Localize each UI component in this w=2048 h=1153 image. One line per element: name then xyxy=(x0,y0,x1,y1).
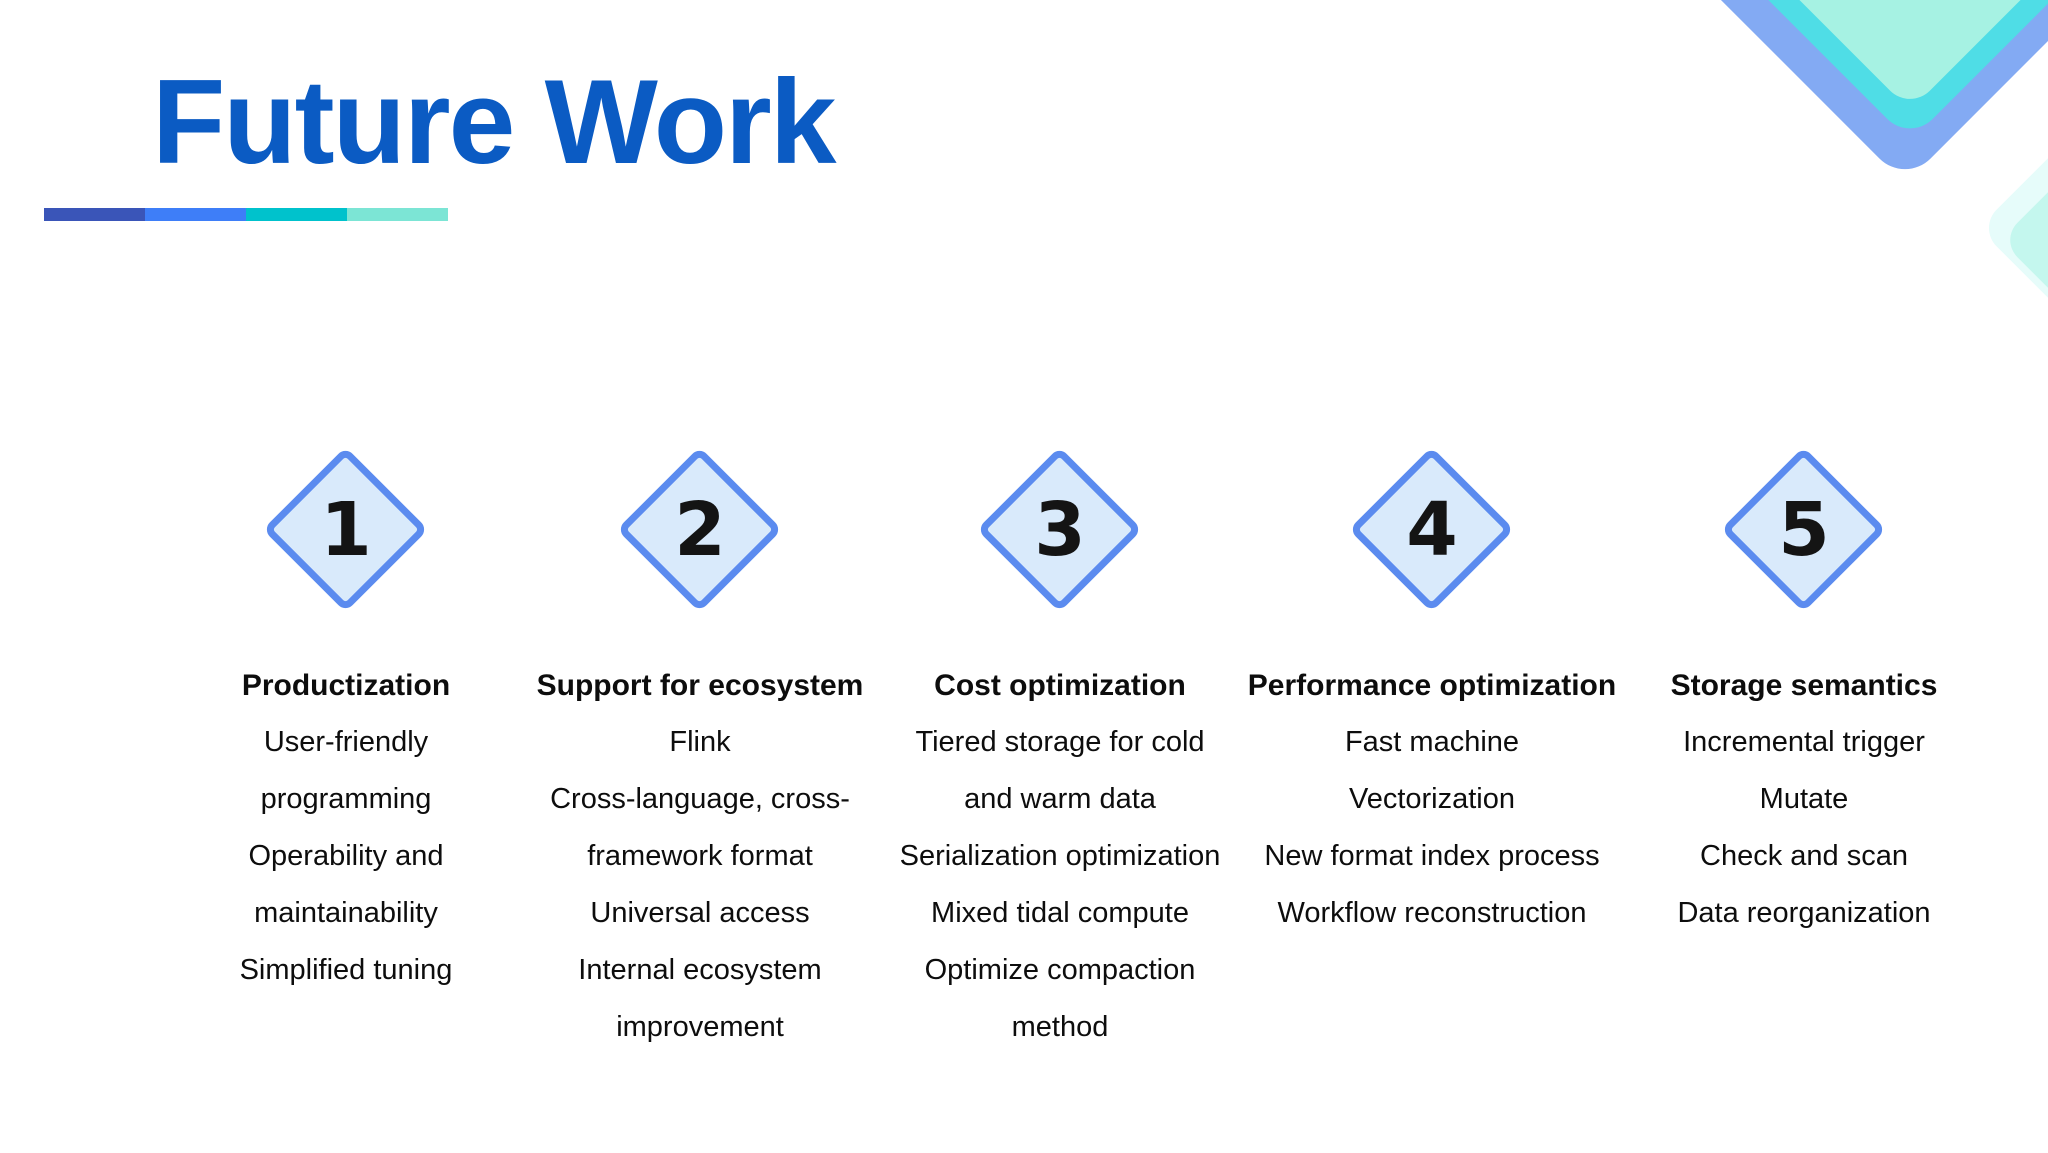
step-diamond-icon: 4 xyxy=(1348,446,1515,613)
accent-bar-segment xyxy=(44,208,145,221)
step-item: Universal access xyxy=(590,897,810,929)
step-number: 2 xyxy=(674,487,726,573)
step-title: Cost optimization xyxy=(934,669,1186,702)
accent-bar-segment xyxy=(145,208,246,221)
title-accent-bar xyxy=(44,208,448,221)
step-item: Serialization optimization xyxy=(899,840,1221,872)
accent-bar-segment xyxy=(246,208,347,221)
step-item: Mutate xyxy=(1759,783,1849,815)
page-title: Future Work xyxy=(152,55,836,189)
step-diamond-icon: 5 xyxy=(1720,446,1887,613)
step-diamond-icon: 2 xyxy=(616,446,783,613)
step-item: Internal ecosystem improvement xyxy=(578,954,822,1043)
step-item: Flink xyxy=(669,726,731,758)
step-title: Storage semantics xyxy=(1670,669,1938,702)
step-item: Operability and maintainability xyxy=(248,840,444,929)
accent-bar-segment xyxy=(347,208,448,221)
step-text-block: Cost optimization Tiered storage for col… xyxy=(840,657,1280,1056)
step-item: Check and scan xyxy=(1700,840,1908,872)
step-text-block: Productization User-friendly programming… xyxy=(126,657,566,999)
step-number: 3 xyxy=(1034,487,1086,573)
step-item: New format index process xyxy=(1264,840,1600,872)
step-item: Simplified tuning xyxy=(239,954,453,986)
step-item: Workflow reconstruction xyxy=(1277,897,1587,929)
step-diamond-icon: 3 xyxy=(976,446,1143,613)
step-item: Tiered storage for cold and warm data xyxy=(915,726,1205,815)
step-item: Vectorization xyxy=(1348,783,1516,815)
step-number: 4 xyxy=(1406,487,1458,573)
step-item: User-friendly programming xyxy=(260,726,432,815)
step-number: 5 xyxy=(1778,487,1830,573)
step-column: 3 Cost optimization Tiered storage for c… xyxy=(840,446,1280,1056)
step-item: Incremental trigger xyxy=(1683,726,1925,758)
step-number: 1 xyxy=(320,487,372,573)
step-column: 1 Productization User-friendly programmi… xyxy=(126,446,566,999)
step-item: Optimize compaction method xyxy=(924,954,1196,1043)
step-item: Mixed tidal compute xyxy=(931,897,1189,929)
step-item: Fast machine xyxy=(1344,726,1520,758)
step-item: Data reorganization xyxy=(1677,897,1931,929)
step-item: Cross-language, cross- framework format xyxy=(550,783,850,872)
step-title: Performance optimization xyxy=(1247,669,1617,702)
step-title: Productization xyxy=(241,669,451,702)
step-title: Support for ecosystem xyxy=(536,669,864,702)
step-diamond-icon: 1 xyxy=(262,446,429,613)
